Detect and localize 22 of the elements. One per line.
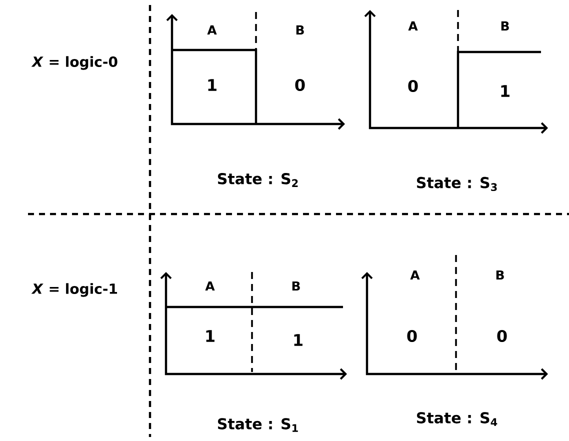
column-label: B xyxy=(296,25,304,35)
state-label: State : S$_{4}$ xyxy=(416,412,498,426)
column-label: A xyxy=(408,21,418,31)
logic-value: 0 xyxy=(408,80,418,92)
logic-value: 0 xyxy=(497,330,507,342)
logic-value: 1 xyxy=(206,330,214,342)
column-label: A xyxy=(205,281,215,291)
column-label: B xyxy=(501,21,509,31)
logic-value: 1 xyxy=(208,79,216,91)
column-label: B xyxy=(496,270,504,280)
column-label: B xyxy=(292,281,300,291)
logic-value: 0 xyxy=(407,330,417,342)
column-label: A xyxy=(207,25,217,35)
column-label: A xyxy=(410,270,420,280)
x-label: X = logic-1 xyxy=(31,283,118,297)
state-label: State : S$_{2}$ xyxy=(218,173,298,187)
x-label: X = logic-0 xyxy=(31,56,118,70)
state-label: State : S$_{3}$ xyxy=(416,176,497,192)
logic-value: 1 xyxy=(294,334,302,346)
state-label: State : S$_{1}$ xyxy=(218,418,298,432)
logic-value: 0 xyxy=(295,78,305,92)
logic-value: 1 xyxy=(501,85,510,97)
